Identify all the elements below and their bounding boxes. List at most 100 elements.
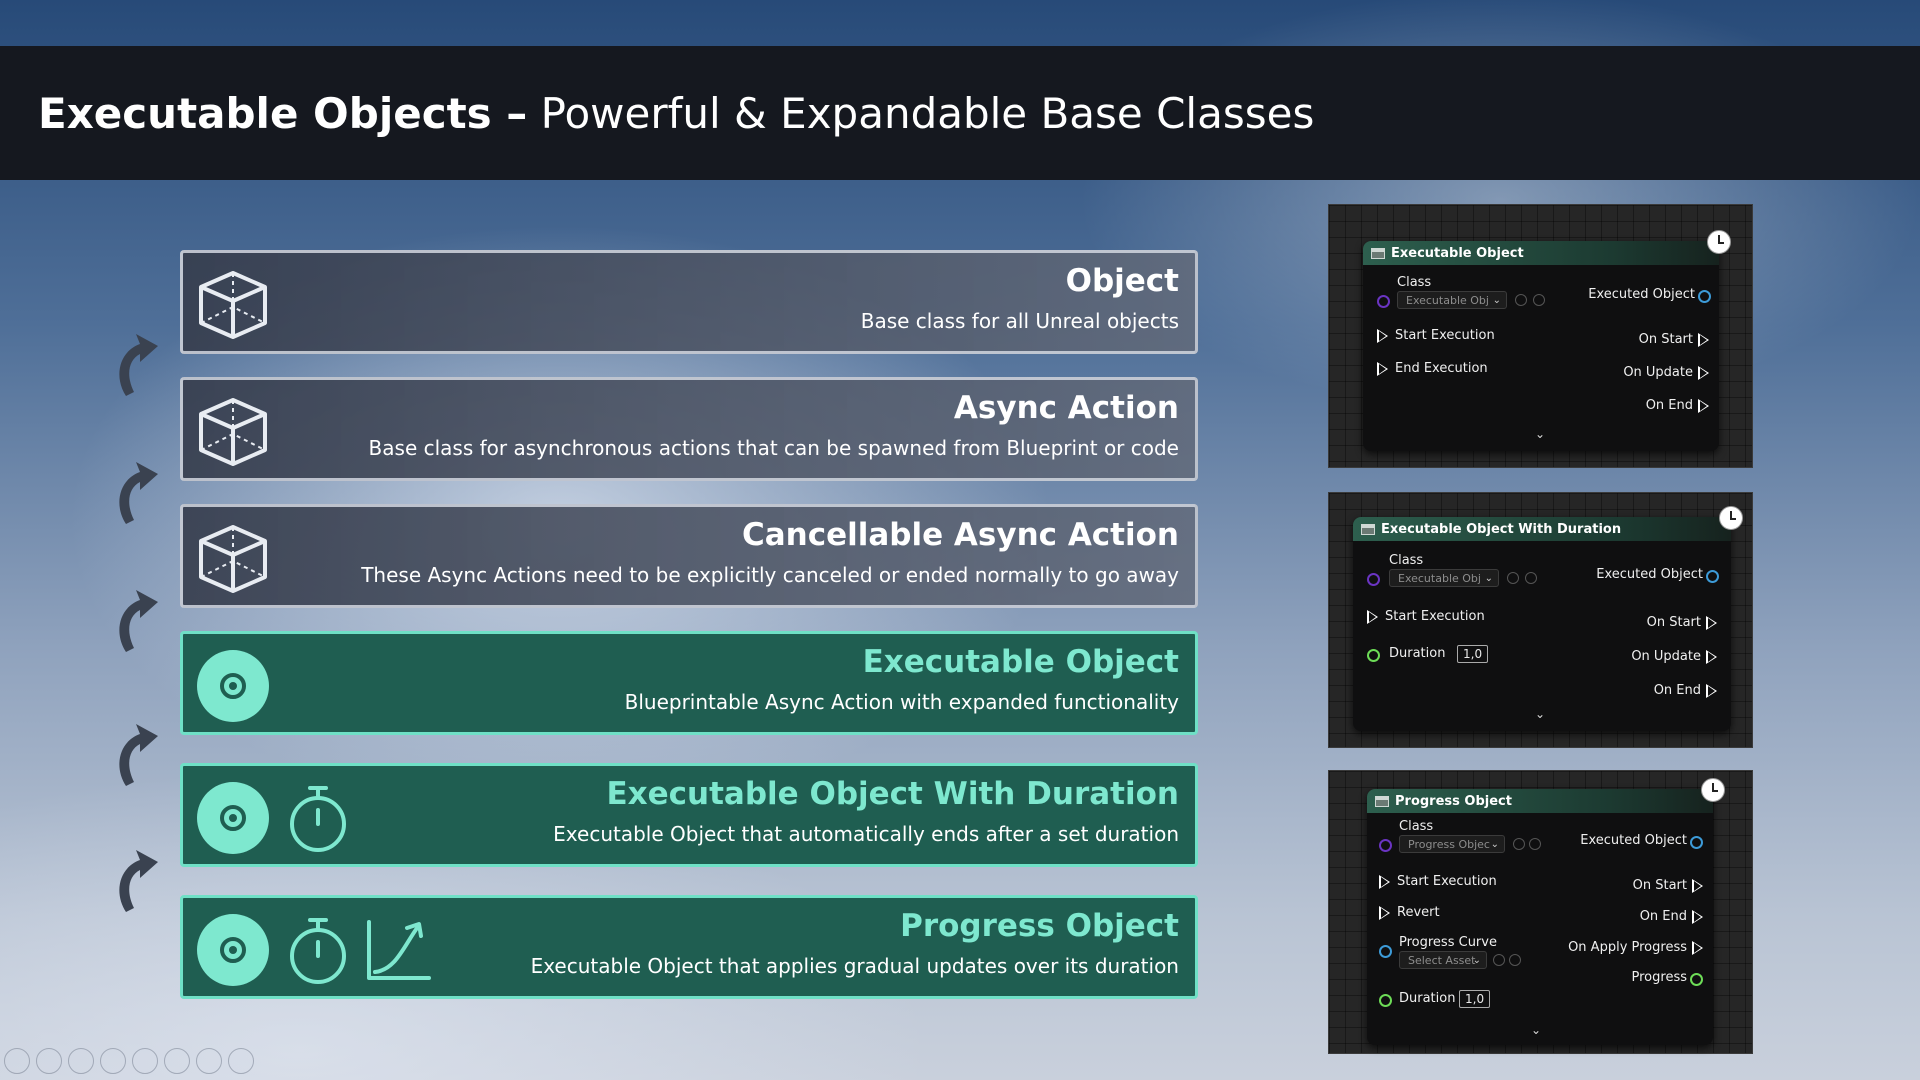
more-options-icon[interactable] bbox=[228, 1048, 254, 1074]
card-description: Executable Object that applies gradual u… bbox=[530, 954, 1179, 978]
exec-in-pin[interactable] bbox=[1377, 329, 1388, 343]
progress-curve-pin[interactable] bbox=[1379, 945, 1392, 958]
node-title: Executable Object With Duration bbox=[1381, 521, 1622, 537]
class-pin[interactable] bbox=[1379, 839, 1392, 852]
browse-back-icon[interactable] bbox=[1513, 838, 1525, 850]
exec-out-pin[interactable] bbox=[1692, 941, 1703, 955]
exec-out-pin[interactable] bbox=[1698, 366, 1709, 380]
previous-slide-icon[interactable] bbox=[4, 1048, 30, 1074]
function-icon bbox=[1361, 523, 1375, 535]
pin-label: Duration bbox=[1399, 991, 1456, 1006]
stopwatch-icon bbox=[280, 780, 356, 856]
expand-chevron-icon[interactable]: ⌄ bbox=[1535, 707, 1546, 721]
zoom-icon[interactable] bbox=[132, 1048, 158, 1074]
exec-in-pin[interactable] bbox=[1377, 362, 1388, 376]
pin-label: On Start bbox=[1638, 332, 1693, 347]
blueprint-frame-executable-object-with-duration: Executable Object With Duration Class Ex… bbox=[1328, 492, 1753, 748]
target-icon bbox=[195, 648, 271, 724]
browse-back-icon[interactable] bbox=[1507, 572, 1519, 584]
pin-label: On End bbox=[1645, 398, 1693, 413]
exec-out-pin[interactable] bbox=[1698, 399, 1709, 413]
card-async-action: Async Action Base class for asynchronous… bbox=[180, 377, 1198, 481]
card-description: Blueprintable Async Action with expanded… bbox=[624, 690, 1179, 714]
search-icon[interactable] bbox=[1509, 954, 1521, 966]
search-icon[interactable] bbox=[1533, 294, 1545, 306]
executed-object-pin[interactable] bbox=[1690, 836, 1703, 849]
executed-object-pin[interactable] bbox=[1706, 570, 1719, 583]
card-executable-object-with-duration: Executable Object With Duration Executab… bbox=[180, 763, 1198, 867]
curved-arrow-icon bbox=[119, 334, 158, 396]
cube-icon bbox=[195, 267, 271, 343]
camera-icon[interactable] bbox=[196, 1048, 222, 1074]
duration-pin[interactable] bbox=[1367, 649, 1380, 662]
expand-chevron-icon[interactable]: ⌄ bbox=[1535, 427, 1546, 441]
browse-back-icon[interactable] bbox=[1493, 954, 1505, 966]
exec-out-pin[interactable] bbox=[1706, 650, 1717, 664]
pin-label: Revert bbox=[1397, 905, 1440, 920]
expand-chevron-icon[interactable]: ⌄ bbox=[1531, 1023, 1542, 1037]
pin-label: On Apply Progress bbox=[1568, 940, 1687, 955]
chevron-down-icon: ⌄ bbox=[1490, 839, 1499, 850]
search-icon[interactable] bbox=[1529, 838, 1541, 850]
duration-pin[interactable] bbox=[1379, 994, 1392, 1007]
class-dropdown[interactable]: Executable Obj⌄ bbox=[1389, 569, 1499, 587]
exec-out-pin[interactable] bbox=[1706, 616, 1717, 630]
page-title-rest: Powerful & Expandable Base Classes bbox=[527, 88, 1315, 138]
pen-icon[interactable] bbox=[68, 1048, 94, 1074]
blueprint-node[interactable]: Executable Object With Duration Class Ex… bbox=[1353, 506, 1743, 731]
cube-icon bbox=[195, 394, 271, 470]
curved-arrow-icon bbox=[119, 724, 158, 786]
pin-label: Executed Object bbox=[1588, 287, 1695, 302]
chevron-down-icon: ⌄ bbox=[1472, 955, 1481, 966]
exec-out-pin[interactable] bbox=[1698, 333, 1709, 347]
exec-in-pin[interactable] bbox=[1379, 906, 1390, 920]
card-description: These Async Actions need to be explicitl… bbox=[361, 563, 1179, 587]
card-progress-object: Progress Object Executable Object that a… bbox=[180, 895, 1198, 999]
class-pin[interactable] bbox=[1377, 295, 1390, 308]
class-label: Class bbox=[1399, 819, 1434, 834]
browse-back-icon[interactable] bbox=[1515, 294, 1527, 306]
exec-in-pin[interactable] bbox=[1379, 875, 1390, 889]
card-title: Executable Object With Duration bbox=[606, 776, 1179, 812]
class-dropdown[interactable]: Executable Obj⌄ bbox=[1397, 291, 1507, 309]
duration-input[interactable]: 1,0 bbox=[1459, 990, 1491, 1008]
pin-label: On End bbox=[1653, 683, 1701, 698]
node-title: Progress Object bbox=[1395, 793, 1512, 809]
duration-input[interactable]: 1,0 bbox=[1457, 645, 1489, 663]
pin-label: On Update bbox=[1623, 365, 1693, 380]
pin-label: Executed Object bbox=[1580, 833, 1687, 848]
slides-grid-icon[interactable] bbox=[100, 1048, 126, 1074]
curve-dropdown[interactable]: Select Asset⌄ bbox=[1399, 951, 1487, 969]
exec-out-pin[interactable] bbox=[1692, 879, 1703, 893]
progress-pin[interactable] bbox=[1690, 973, 1703, 986]
card-description: Base class for all Unreal objects bbox=[860, 309, 1179, 333]
progress-curve-icon bbox=[361, 912, 437, 988]
card-description: Executable Object that automatically end… bbox=[553, 822, 1179, 846]
class-dropdown[interactable]: Progress Objec⌄ bbox=[1399, 835, 1505, 853]
pin-label: Start Execution bbox=[1385, 609, 1485, 624]
curved-arrow-icon bbox=[119, 462, 158, 524]
page-title-bold: Executable Objects – bbox=[38, 88, 528, 138]
pin-label: Start Execution bbox=[1395, 328, 1495, 343]
pin-label: Progress Curve bbox=[1399, 935, 1497, 950]
curved-arrow-icon bbox=[119, 850, 158, 912]
card-title: Executable Object bbox=[862, 644, 1179, 680]
subtitles-icon[interactable] bbox=[164, 1048, 190, 1074]
exec-out-pin[interactable] bbox=[1706, 684, 1717, 698]
card-cancellable-async-action: Cancellable Async Action These Async Act… bbox=[180, 504, 1198, 608]
next-slide-icon[interactable] bbox=[36, 1048, 62, 1074]
search-icon[interactable] bbox=[1525, 572, 1537, 584]
class-dropdown-value: Progress Objec bbox=[1408, 838, 1490, 851]
class-pin[interactable] bbox=[1367, 573, 1380, 586]
executed-object-pin[interactable] bbox=[1698, 290, 1711, 303]
exec-in-pin[interactable] bbox=[1367, 610, 1378, 624]
class-dropdown-value: Executable Obj bbox=[1398, 572, 1481, 585]
clock-icon bbox=[1707, 230, 1731, 254]
blueprint-frame-progress-object: Progress Object Class Progress Objec⌄ Ex… bbox=[1328, 770, 1753, 1054]
blueprint-node[interactable]: Executable Object Class Executable Obj⌄ … bbox=[1363, 230, 1731, 451]
function-icon bbox=[1371, 247, 1385, 259]
node-header: Executable Object bbox=[1363, 241, 1719, 265]
blueprint-node[interactable]: Progress Object Class Progress Objec⌄ Ex… bbox=[1367, 778, 1725, 1045]
pin-label: On Start bbox=[1646, 615, 1701, 630]
exec-out-pin[interactable] bbox=[1692, 910, 1703, 924]
